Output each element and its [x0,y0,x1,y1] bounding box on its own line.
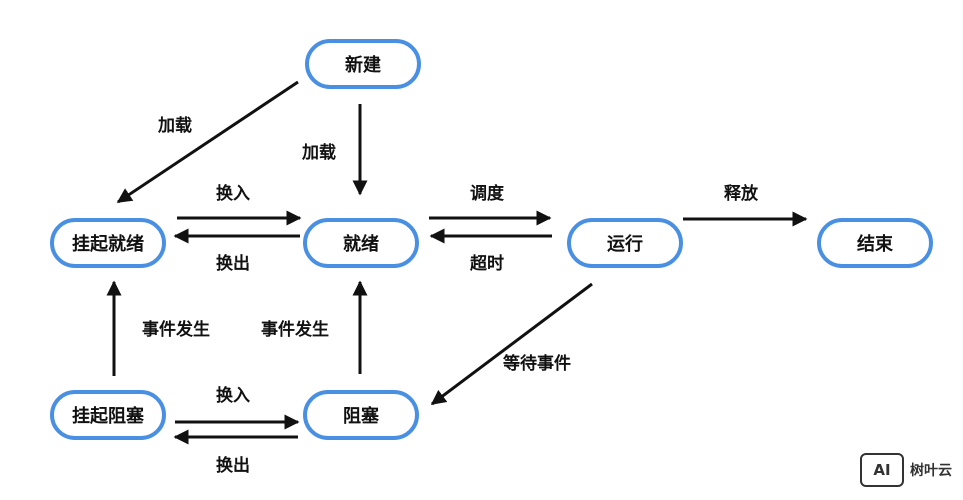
label-release: 释放 [724,184,758,204]
watermark-text: 树叶云 [910,463,952,479]
watermark-logo-icon: AI [860,453,904,487]
arrow-running-to-blocked [430,282,593,406]
watermark: AI 树叶云 [860,452,952,488]
label-load-left: 加载 [158,116,192,136]
label-swap-out-top: 换出 [216,254,250,274]
node-suspended-ready: 挂起就绪 [50,218,166,268]
label-swap-out-bottom: 换出 [216,456,250,476]
label-timeout: 超时 [470,254,504,274]
node-ready: 就绪 [303,218,419,268]
label-load-center: 加载 [302,143,336,163]
node-suspended-blocked: 挂起阻塞 [50,390,166,440]
node-blocked: 阻塞 [303,390,419,440]
label-wait-event: 等待事件 [503,354,571,374]
label-event-occurs-right: 事件发生 [261,320,329,340]
label-swap-in-top: 换入 [216,184,250,204]
node-new: 新建 [305,39,421,89]
node-exit: 结束 [817,218,933,268]
node-running: 运行 [567,218,683,268]
arrow-new-to-suspended-ready [116,80,299,204]
label-schedule: 调度 [470,184,504,204]
label-event-occurs-left: 事件发生 [142,320,210,340]
label-swap-in-bottom: 换入 [216,386,250,406]
